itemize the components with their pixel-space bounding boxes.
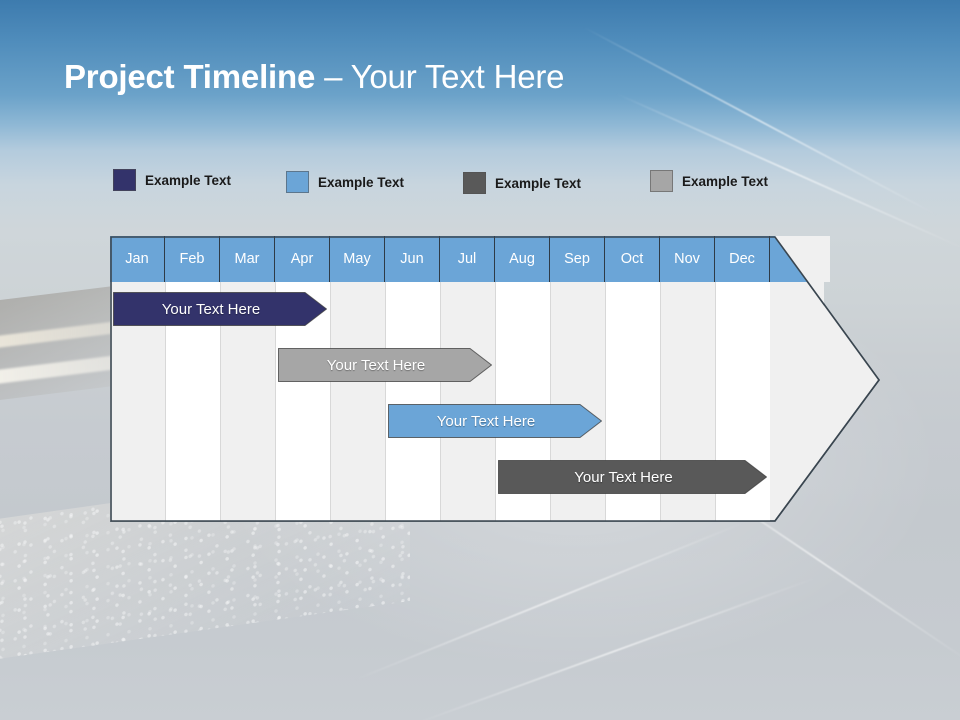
timeline-gridline	[495, 282, 496, 521]
month-header-jul[interactable]: Jul	[440, 236, 495, 282]
legend-item-4[interactable]: Example Text	[650, 170, 768, 192]
timeline-task-bar-1[interactable]: Your Text Here	[113, 292, 327, 326]
month-header-tip-mask	[775, 236, 830, 282]
timeline-column-jul	[440, 282, 495, 521]
legend-item-3[interactable]: Example Text	[463, 172, 581, 194]
legend-swatch-darkgray	[463, 172, 486, 194]
task-arrow-shape	[278, 348, 492, 382]
page-title-light: Your Text Here	[350, 58, 565, 95]
legend-item-2[interactable]: Example Text	[286, 171, 404, 193]
month-header-sep[interactable]: Sep	[550, 236, 605, 282]
timeline-task-bar-4[interactable]: Your Text Here	[498, 460, 767, 494]
page-title-separator: –	[315, 58, 351, 95]
month-header-mar[interactable]: Mar	[220, 236, 275, 282]
month-header-aug[interactable]: Aug	[495, 236, 550, 282]
page-title: Project Timeline – Your Text Here	[64, 58, 564, 96]
timeline-gridline	[385, 282, 386, 521]
legend-item-label: Example Text	[318, 174, 405, 190]
month-header-apr[interactable]: Apr	[275, 236, 330, 282]
timeline-column-jun	[385, 282, 440, 521]
timeline-column-may	[330, 282, 385, 521]
month-header-nov[interactable]: Nov	[660, 236, 715, 282]
timeline-task-bar-3[interactable]: Your Text Here	[388, 404, 602, 438]
month-header-feb[interactable]: Feb	[165, 236, 220, 282]
task-arrow-shape	[388, 404, 602, 438]
task-arrow-shape	[113, 292, 327, 326]
timeline-gridline	[330, 282, 331, 521]
legend-swatch-lightgray	[650, 170, 673, 192]
legend-swatch-navy	[113, 169, 136, 191]
month-header-jun[interactable]: Jun	[385, 236, 440, 282]
timeline-gridline	[440, 282, 441, 521]
legend-item-label: Example Text	[495, 175, 582, 191]
month-header-may[interactable]: May	[330, 236, 385, 282]
timeline-task-bar-2[interactable]: Your Text Here	[278, 348, 492, 382]
legend-item-label: Example Text	[145, 172, 232, 188]
legend-swatch-blue	[286, 171, 309, 193]
legend-item-label: Example Text	[682, 173, 769, 189]
month-header-oct[interactable]: Oct	[605, 236, 660, 282]
task-arrow-shape	[498, 460, 767, 494]
month-header-dec[interactable]: Dec	[715, 236, 770, 282]
legend-item-1[interactable]: Example Text	[113, 169, 231, 191]
month-header-jan[interactable]: Jan	[110, 236, 165, 282]
page-title-bold: Project Timeline	[64, 58, 316, 95]
